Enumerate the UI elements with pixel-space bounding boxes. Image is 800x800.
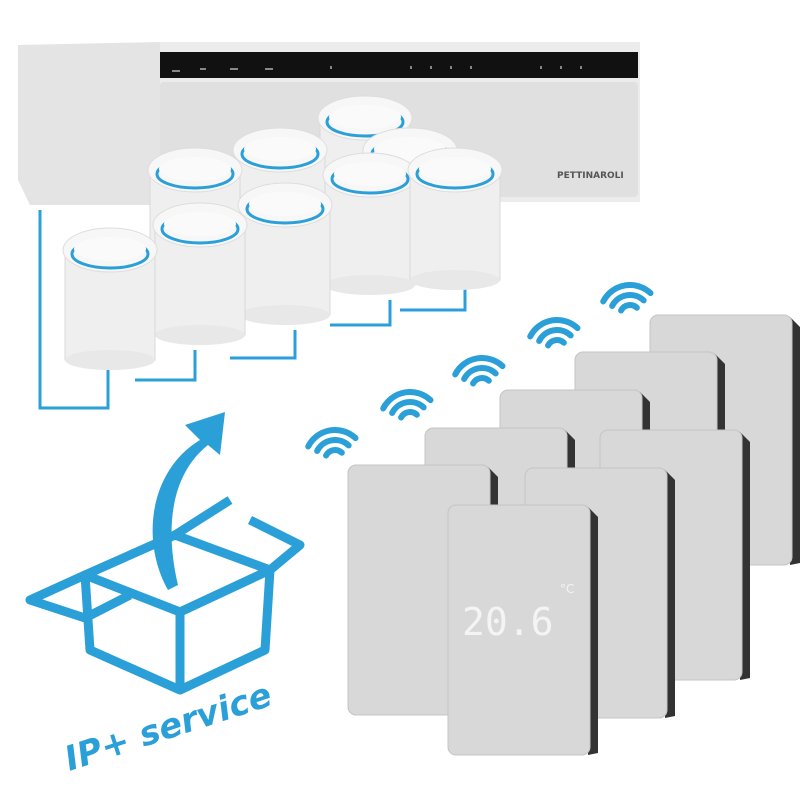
service-label: IP+ service — [60, 675, 277, 779]
wifi-signal-icon — [305, 427, 359, 459]
brand-logo: PETTINAROLI — [557, 171, 624, 181]
wifi-signal-icon — [600, 282, 654, 314]
actuator — [62, 227, 158, 370]
open-box-icon — [25, 496, 305, 695]
wifi-signal-icon — [527, 317, 581, 349]
temperature-display: 20.6 — [462, 600, 554, 644]
wifi-signal-icon — [380, 389, 434, 421]
thermostats: 20.6 °C — [347, 314, 800, 756]
actuator — [322, 152, 418, 295]
thermostat: 20.6 °C — [447, 504, 598, 756]
wifi-signal-icon — [452, 355, 506, 387]
wifi-signals — [305, 282, 654, 459]
temperature-unit: °C — [560, 582, 574, 596]
arrow-up-icon — [152, 412, 225, 590]
actuator — [407, 147, 503, 290]
actuator — [237, 182, 333, 325]
actuators — [62, 95, 503, 370]
actuator — [152, 202, 248, 345]
pipe-lines — [38, 210, 467, 410]
